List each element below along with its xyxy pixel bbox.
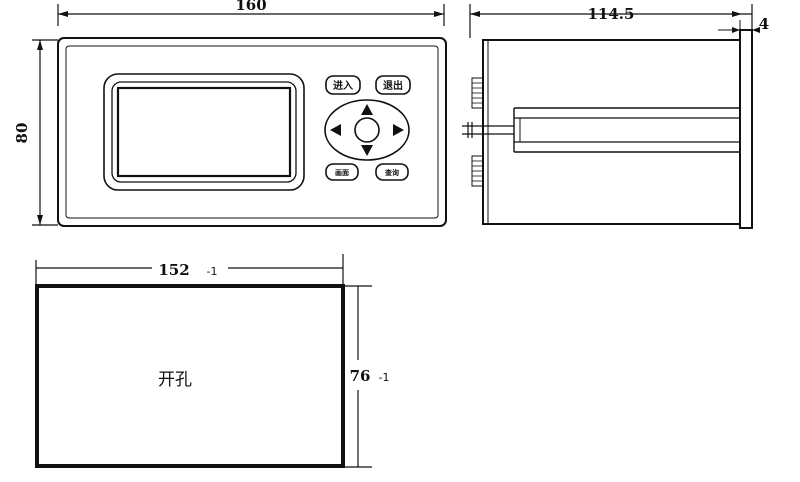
enter-button-label: 进入: [333, 79, 353, 92]
up-arrow-icon[interactable]: [361, 104, 373, 115]
bottom-left-button[interactable]: [325, 163, 359, 181]
bottom-right-button[interactable]: [375, 163, 409, 181]
left-arrow-icon[interactable]: [330, 124, 341, 136]
display-screen: [111, 81, 297, 183]
cutout-rectangle: [35, 284, 345, 468]
side-body: [482, 39, 741, 225]
dpad-center-button[interactable]: [354, 117, 380, 143]
side-depth-label: 114.5: [588, 5, 635, 23]
front-height-label: 80: [13, 123, 31, 144]
exit-button-label: 退出: [383, 79, 403, 92]
front-bezel: [57, 37, 447, 227]
exit-button[interactable]: [375, 75, 411, 95]
display-outer: [103, 73, 305, 191]
front-width-label: 160: [235, 0, 266, 14]
bottom-left-button-label: 画面: [335, 169, 349, 177]
cutout-label: 开孔: [158, 370, 192, 390]
dpad-ring: [324, 99, 410, 161]
cutout-height-tolerance: -1: [379, 371, 390, 384]
cutout-height-label: 76: [350, 367, 371, 385]
down-arrow-icon[interactable]: [361, 145, 373, 156]
side-view: [462, 4, 760, 229]
front-view: [32, 4, 447, 227]
side-flange-label: 4: [759, 15, 769, 33]
right-arrow-icon[interactable]: [393, 124, 404, 136]
cutout-view: [35, 254, 372, 468]
enter-button[interactable]: [325, 75, 361, 95]
cutout-width-label: 152: [158, 261, 189, 279]
cutout-width-tolerance: -1: [207, 265, 218, 278]
bottom-right-button-label: 查询: [385, 168, 399, 177]
side-flange: [739, 29, 753, 229]
